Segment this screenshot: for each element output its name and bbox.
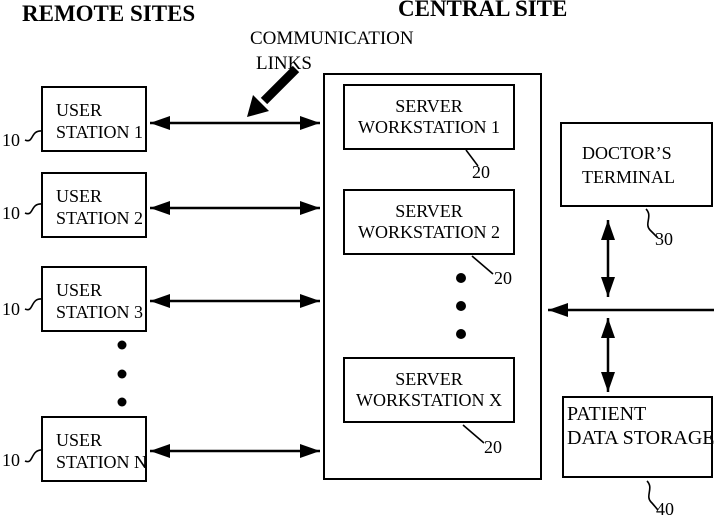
user-station-3-line1: USER bbox=[56, 280, 103, 300]
user-station-1-line1: USER bbox=[56, 100, 103, 120]
patient-data-storage-line1: PATIENT bbox=[567, 403, 647, 425]
remote-sites-heading: REMOTE SITES bbox=[22, 1, 196, 26]
ref-label-20-workstation2: 20 bbox=[494, 268, 512, 288]
ref-label-10-station3: 10 bbox=[2, 299, 20, 319]
communication-links-arrow-icon bbox=[247, 65, 300, 117]
ref-label-10-station1: 10 bbox=[2, 130, 20, 150]
server-workstation-x-line1: SERVER bbox=[395, 369, 463, 389]
user-station-2-line2: STATION 2 bbox=[56, 208, 144, 228]
doctors-terminal-line2: TERMINAL bbox=[582, 166, 675, 187]
server-workstation-2-line1: SERVER bbox=[395, 201, 463, 221]
server-workstation-1-box: SERVER WORKSTATION 1 bbox=[343, 84, 515, 150]
central-site-container-box bbox=[323, 73, 542, 480]
ref-label-20-workstationX: 20 bbox=[484, 437, 502, 457]
user-stations-ellipsis bbox=[117, 340, 127, 407]
patient-data-storage-box: PATIENT DATA STORAGE bbox=[562, 396, 715, 478]
user-station-n-box: USER STATION N bbox=[41, 416, 147, 482]
user-station-3-box: USER STATION 3 bbox=[41, 266, 147, 332]
user-station-n-line1: USER bbox=[56, 430, 103, 450]
server-workstation-1-line1: SERVER bbox=[395, 96, 463, 116]
ref-label-40-patient-data-storage: 40 bbox=[656, 499, 674, 519]
ref-label-10-station2: 10 bbox=[2, 203, 20, 223]
server-workstation-x-box: SERVER WORKSTATION X bbox=[343, 357, 515, 423]
communication-links-arrowhead bbox=[247, 95, 269, 117]
ellipsis-dot bbox=[117, 369, 127, 379]
user-station-1-box: USER STATION 1 bbox=[41, 86, 147, 152]
ellipsis-dot bbox=[117, 397, 127, 407]
communication-links-line1: COMMUNICATION bbox=[250, 28, 414, 49]
user-station-3-line2: STATION 3 bbox=[56, 302, 144, 322]
ellipsis-dot bbox=[117, 340, 127, 350]
user-station-2-box: USER STATION 2 bbox=[41, 172, 147, 238]
ref-label-30-doctors-terminal: 30 bbox=[655, 229, 673, 249]
doctors-terminal-line1: DOCTOR’S bbox=[582, 142, 672, 163]
server-workstation-2-line2: WORKSTATION 2 bbox=[357, 222, 501, 242]
central-site-heading: CENTRAL SITE bbox=[398, 0, 568, 21]
patient-data-storage-line2: DATA STORAGE bbox=[567, 427, 715, 449]
callout-squiggle-10-station3 bbox=[24, 298, 43, 311]
ref-label-10-stationN: 10 bbox=[2, 450, 20, 470]
server-workstation-x-line2: WORKSTATION X bbox=[355, 390, 503, 410]
ref-label-20-workstation1: 20 bbox=[472, 162, 490, 182]
server-workstation-2-box: SERVER WORKSTATION 2 bbox=[343, 189, 515, 255]
callout-squiggle-10-station1 bbox=[24, 130, 43, 142]
doctors-terminal-box: DOCTOR’S TERMINAL bbox=[560, 122, 713, 207]
server-workstation-1-line2: WORKSTATION 1 bbox=[357, 117, 501, 137]
user-station-n-line2: STATION N bbox=[56, 452, 148, 472]
user-station-2-line1: USER bbox=[56, 186, 103, 206]
callout-squiggle-10-station2 bbox=[24, 203, 43, 215]
user-station-1-line2: STATION 1 bbox=[56, 122, 144, 142]
communication-links-label: COMMUNICATION LINKS bbox=[250, 26, 414, 76]
